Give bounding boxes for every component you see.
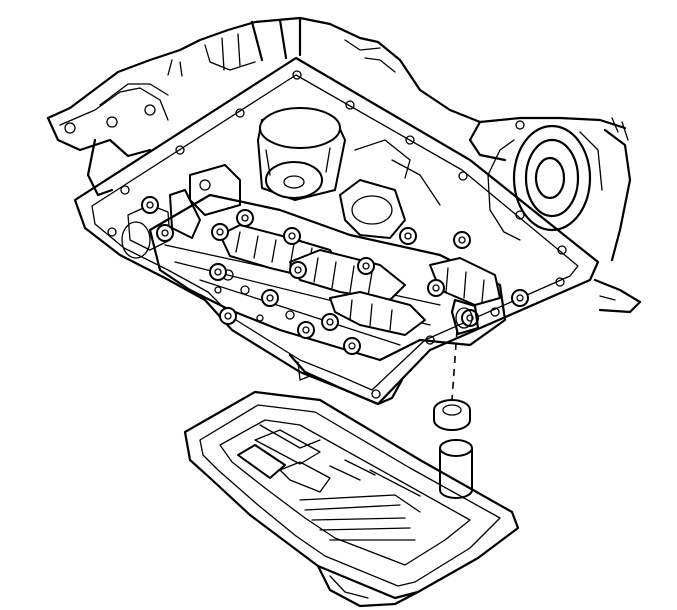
filter-pickup-tube [450, 298, 480, 336]
solenoid-assembly [257, 107, 441, 239]
transmission-filter [183, 390, 520, 608]
transmission-case-left [46, 16, 332, 197]
output-housing [487, 120, 603, 241]
alignment-centerline [451, 329, 458, 401]
filter-seal [433, 399, 471, 431]
transmission-case-right [328, 22, 642, 314]
case-lower-edge [288, 353, 404, 406]
valve-body [148, 193, 507, 362]
valve-body-bolts [141, 196, 529, 355]
filter-neck [439, 439, 473, 499]
